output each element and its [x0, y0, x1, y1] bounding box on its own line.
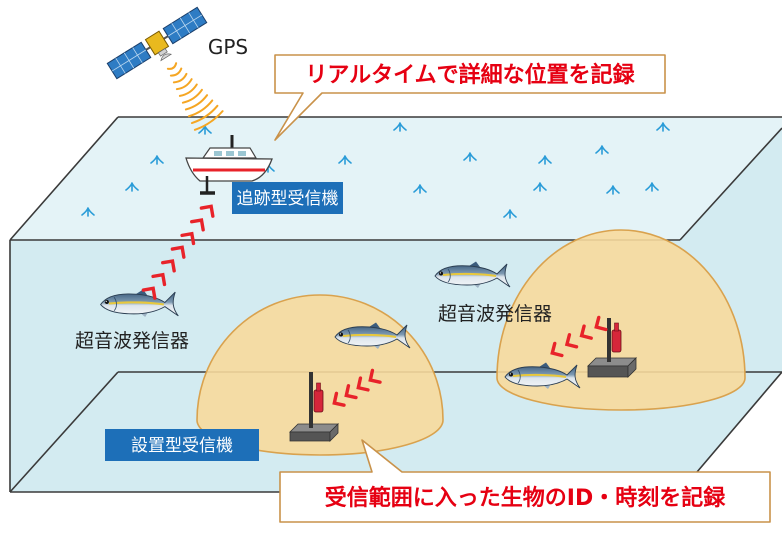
transmitter-label-left: 超音波発信器: [75, 330, 189, 352]
signal-chevron-to-fixed-receiver: [332, 391, 346, 407]
transmitter-label-right: 超音波発信器: [438, 303, 552, 325]
fixed-receiver-icon: [587, 318, 637, 378]
signal-chevrons: [141, 204, 608, 407]
gps-signal-arc: [172, 72, 188, 84]
gps-signal-arc: [184, 94, 209, 111]
hydrophone: [611, 329, 622, 353]
gps-signal-arc: [175, 78, 193, 91]
callout-realtime-text: リアルタイムで詳細な位置を記録: [305, 62, 635, 88]
gps-signal-arc: [190, 104, 219, 125]
fixed-receiver-tag: 設置型受信機: [105, 429, 259, 461]
water-surface: [10, 117, 782, 240]
wave-mark: [81, 207, 95, 217]
signal-chevron-to-fixed-receiver: [564, 333, 579, 349]
gps-signal-arc: [193, 110, 224, 131]
wave-mark: [595, 145, 609, 155]
wave-mark: [656, 122, 670, 132]
signal-chevron-to-boat: [180, 231, 196, 246]
wave-mark: [533, 182, 547, 192]
gps-signal-arc: [181, 88, 203, 104]
detection-range-right: [496, 229, 746, 411]
tracking-receiver-label: 追跡型受信機: [237, 189, 339, 209]
gps-signal-arc: [178, 83, 198, 97]
wave-mark: [645, 182, 659, 192]
signal-chevron-to-boat: [190, 218, 205, 232]
satellite-icon: [106, 6, 208, 80]
hydrophone: [313, 389, 324, 413]
signal-chevron-to-fixed-receiver: [356, 376, 370, 392]
wave-mark: [338, 155, 352, 165]
signal-chevron-to-boat: [141, 286, 157, 300]
callout-realtime: リアルタイムで詳細な位置を記録: [274, 54, 666, 141]
signal-chevron-to-fixed-receiver: [579, 324, 593, 340]
tracking-receiver-tag: 追跡型受信機: [232, 182, 343, 214]
wave-mark: [503, 209, 517, 219]
wave-mark: [463, 152, 477, 162]
wave-mark: [393, 122, 407, 132]
signal-chevron-to-fixed-receiver: [368, 368, 382, 384]
gps-signal-arc: [187, 99, 214, 118]
gps-label: GPS: [208, 35, 248, 59]
signal-chevron-to-boat: [151, 272, 167, 287]
signal-chevron-to-fixed-receiver: [344, 384, 358, 400]
gps-signal-waves: [166, 62, 224, 131]
gps-signal-arc: [169, 67, 183, 77]
wave-mark: [125, 182, 139, 192]
wave-mark: [606, 185, 620, 195]
gps-signal-arc: [166, 62, 178, 70]
signal-chevron-to-fixed-receiver: [594, 315, 608, 332]
signal-chevron-to-boat: [161, 259, 176, 273]
signal-chevron-to-fixed-receiver: [550, 341, 564, 358]
wave-mark: [413, 184, 427, 194]
callout-detection-text: 受信範囲に入った生物のID・時刻を記録: [325, 485, 726, 511]
signal-chevron-to-boat: [170, 245, 186, 259]
fixed-receiver-icon: [289, 372, 339, 442]
fixed-receiver-label: 設置型受信機: [131, 436, 233, 456]
boat-icon: [185, 135, 273, 195]
signal-chevron-to-boat: [199, 204, 215, 218]
callout-detection: 受信範囲に入った生物のID・時刻を記録: [279, 439, 771, 523]
wave-mark: [150, 155, 164, 165]
wave-mark: [538, 155, 552, 165]
